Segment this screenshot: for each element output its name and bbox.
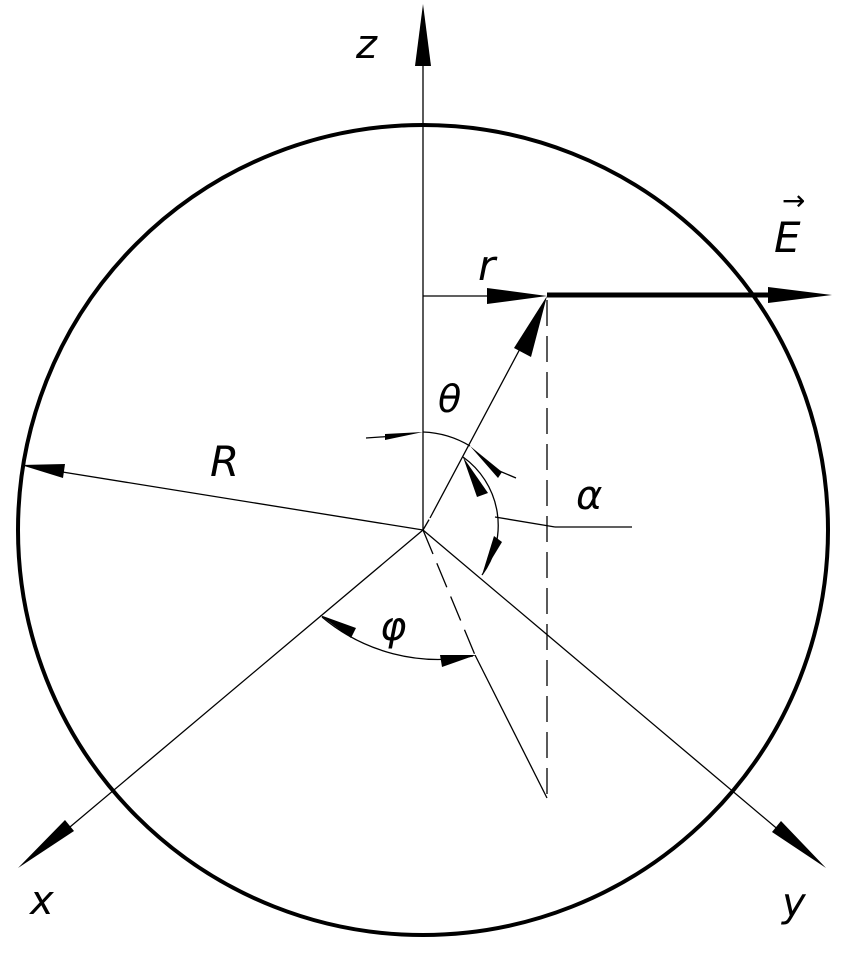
phi-arrowhead-left (320, 615, 356, 638)
axis-x-label: x (28, 878, 54, 924)
plane-projection-dashed (422, 529, 476, 656)
position-vector-line (429, 329, 531, 519)
alpha-arrowhead-top (463, 457, 488, 497)
r-arrowhead (487, 288, 547, 304)
theta-arrowhead-left (385, 432, 423, 440)
position-vector-arrowhead (514, 296, 547, 357)
radius-arrowhead (21, 464, 65, 478)
theta-arc (422, 431, 471, 447)
theta-tick-right (489, 466, 517, 479)
theta-tick-left (365, 435, 396, 439)
axis-z-label: z (355, 22, 378, 68)
r-label: r (478, 241, 498, 290)
x-axis-arrowhead (18, 820, 74, 868)
alpha-label: α (576, 473, 602, 519)
x-axis-line (44, 529, 424, 849)
plane-projection-solid (474, 654, 548, 799)
radius-label: R (210, 437, 239, 486)
position-vector-dashed (422, 517, 431, 531)
z-axis-arrowhead (415, 4, 431, 66)
y-axis-line (422, 529, 801, 849)
axis-y-label: y (781, 880, 807, 926)
alpha-leader-line (494, 516, 556, 528)
phi-arrowhead-right (440, 655, 476, 667)
alpha-arrowhead-bottom (482, 536, 502, 575)
phi-label: φ (380, 604, 406, 650)
alpha-arc (462, 456, 499, 576)
y-axis-arrowhead (772, 821, 826, 868)
field-label: E (774, 213, 801, 262)
theta-arrowhead-right (470, 446, 502, 478)
radius-line (49, 469, 424, 531)
theta-label: θ (438, 377, 461, 421)
field-vector-arrowhead (768, 287, 832, 303)
field-arrow-mark: → (782, 184, 805, 217)
